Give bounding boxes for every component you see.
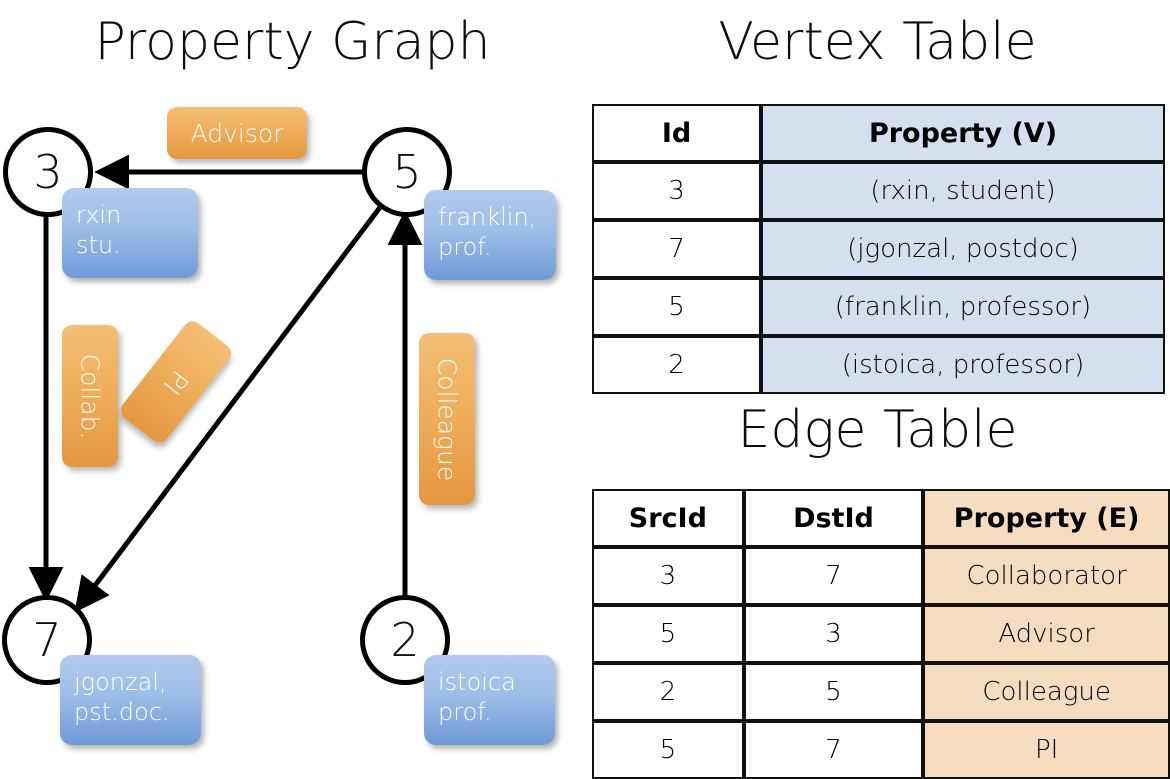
table-row: 3 (rxin, student) — [592, 162, 1165, 220]
edge-table-cell-dstid: 7 — [743, 547, 924, 605]
edge-table: SrcId DstId Property (E) 3 7 Collaborato… — [592, 489, 1170, 779]
edge-table-cell-dstid: 5 — [743, 663, 924, 721]
property-graph-diagram: 3 5 7 2 rxin stu. franklin, prof. jgonza… — [0, 0, 585, 760]
vertex-table-header-id: Id — [592, 104, 761, 162]
edge-label-pi: PI — [157, 364, 195, 400]
vertex-table-cell-id: 7 — [592, 220, 761, 278]
table-row: 2 5 Colleague — [592, 663, 1170, 721]
edge-line-5-to-7 — [74, 204, 383, 613]
edge-label-collab: Collab. — [75, 353, 105, 439]
table-row: 2 (istoica, professor) — [592, 336, 1165, 394]
edge-label-box-advisor: Advisor — [167, 107, 307, 159]
vertex-table: Id Property (V) 3 (rxin, student) 7 (jgo… — [592, 104, 1165, 394]
edge-table-cell-srcid: 2 — [592, 663, 744, 721]
table-row: 5 7 PI — [592, 721, 1170, 779]
vertex-table-cell-id: 5 — [592, 278, 761, 336]
edge-table-cell-property: Collaborator — [923, 547, 1170, 605]
vertex-table-cell-property: (franklin, professor) — [761, 278, 1165, 336]
table-row: 5 (franklin, professor) — [592, 278, 1165, 336]
vertex-table-cell-property: (istoica, professor) — [761, 336, 1165, 394]
page-title-property-graph: Property Graph — [94, 12, 491, 72]
page-title-vertex-table: Vertex Table — [718, 12, 1037, 72]
vertex-table-header-property: Property (V) — [761, 104, 1165, 162]
vertex-table-header-row: Id Property (V) — [592, 104, 1165, 162]
vertex-property-line-2: stu. — [76, 231, 121, 259]
edge-label-box-collab: Collab. — [62, 325, 118, 467]
edge-label-colleague: Colleague — [432, 357, 462, 481]
edge-table-header-row: SrcId DstId Property (E) — [592, 489, 1170, 547]
edge-label-advisor: Advisor — [190, 118, 284, 148]
vertex-property-line-2: pst.doc. — [74, 698, 170, 726]
edge-table-cell-srcid: 3 — [592, 547, 744, 605]
vertex-property-line-2: prof. — [438, 233, 492, 261]
table-row: 7 (jgonzal, postdoc) — [592, 220, 1165, 278]
edge-label-box-colleague: Colleague — [419, 333, 475, 505]
graph-node-7-label: 7 — [32, 613, 62, 667]
vertex-property-box-3: rxin stu. — [62, 188, 198, 278]
vertex-property-line-1: istoica — [438, 668, 516, 696]
graph-node-5-label: 5 — [392, 145, 422, 199]
vertex-property-box-7: jgonzal, pst.doc. — [60, 655, 201, 745]
vertex-table-cell-property: (rxin, student) — [761, 162, 1165, 220]
vertex-property-box-5: franklin, prof. — [424, 190, 556, 280]
vertex-property-line-1: rxin — [76, 201, 122, 229]
graph-node-2[interactable]: 2 — [360, 595, 450, 685]
vertex-table-cell-property: (jgonzal, postdoc) — [761, 220, 1165, 278]
vertex-table-cell-id: 3 — [592, 162, 761, 220]
vertex-property-line-2: prof. — [438, 698, 492, 726]
edge-table-cell-property: Colleague — [923, 663, 1170, 721]
vertex-table-cell-id: 2 — [592, 336, 761, 394]
vertex-property-line-1: jgonzal, — [74, 668, 167, 696]
edge-table-cell-srcid: 5 — [592, 721, 744, 779]
graph-node-3-label: 3 — [33, 145, 63, 199]
edge-table-cell-srcid: 5 — [592, 605, 744, 663]
edge-table-header-property: Property (E) — [923, 489, 1170, 547]
graph-node-2-label: 2 — [390, 613, 420, 667]
page-title-edge-table: Edge Table — [737, 400, 1018, 460]
edge-table-header-dstid: DstId — [743, 489, 924, 547]
table-row: 5 3 Advisor — [592, 605, 1170, 663]
vertex-property-line-1: franklin, — [438, 203, 537, 231]
edge-table-cell-dstid: 3 — [743, 605, 924, 663]
table-row: 3 7 Collaborator — [592, 547, 1170, 605]
edge-table-cell-property: PI — [923, 721, 1170, 779]
edge-table-cell-property: Advisor — [923, 605, 1170, 663]
edge-table-cell-dstid: 7 — [743, 721, 924, 779]
edge-table-header-srcid: SrcId — [592, 489, 744, 547]
vertex-property-box-2: istoica prof. — [424, 655, 555, 745]
graph-edges-svg — [28, 154, 423, 613]
